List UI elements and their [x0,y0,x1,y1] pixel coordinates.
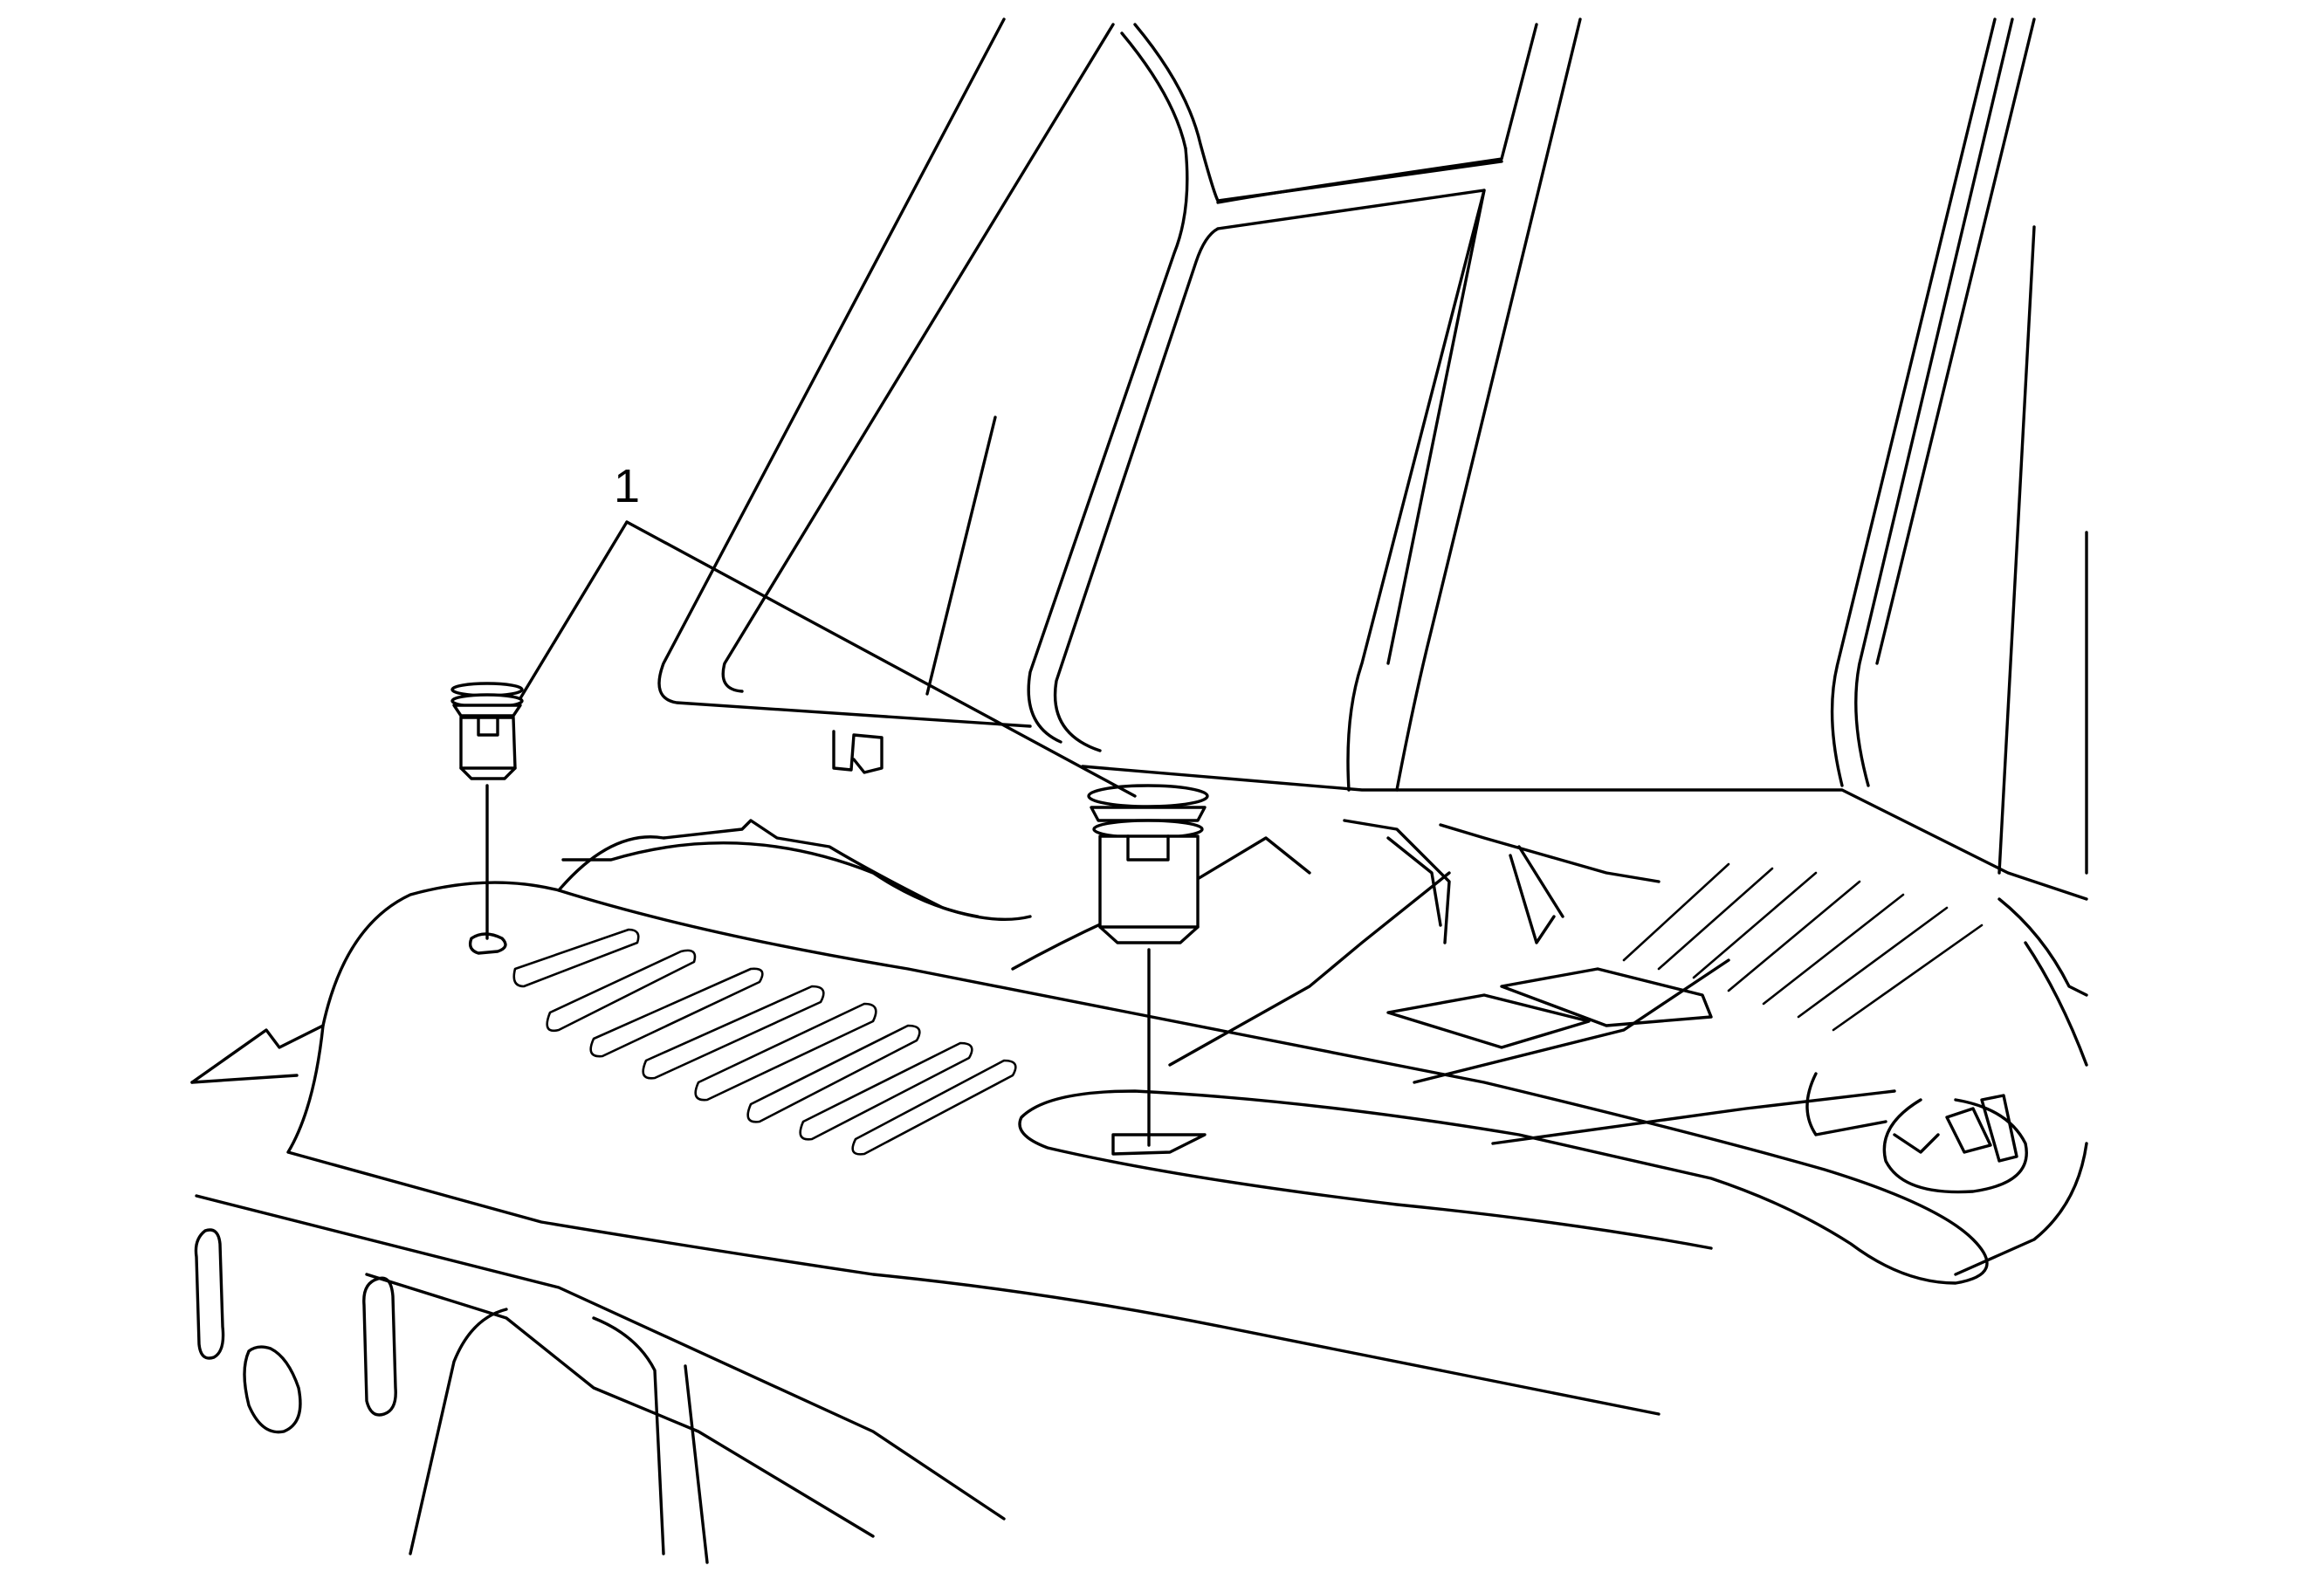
fastener-right [1087,784,1209,944]
leader-line-left [519,520,629,700]
callout-label: 1 [614,460,640,512]
seat-back [657,17,2088,901]
fastener-left [450,682,524,780]
leader-line-right [625,520,1137,798]
callout-1: 1 [519,460,1137,798]
floor-pan [190,819,2088,1564]
